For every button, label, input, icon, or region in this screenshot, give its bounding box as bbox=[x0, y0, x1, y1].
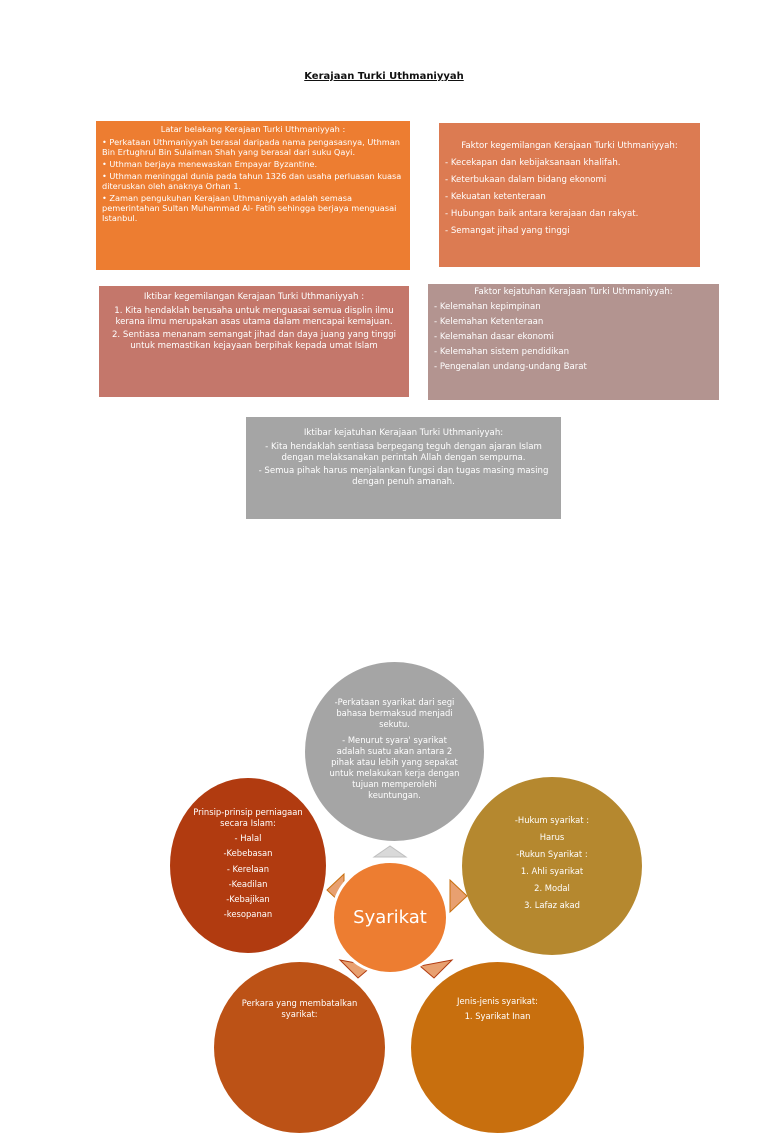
faktor-kegemilangan-box: Faktor kegemilangan Kerajaan Turki Uthma… bbox=[439, 123, 700, 267]
iktibar-kejatuhan-box: Iktibar kejatuhan Kerajaan Turki Uthmani… bbox=[246, 417, 561, 519]
hukum-rukun-circle: -Hukum syarikat : Harus -Rukun Syarikat … bbox=[462, 777, 642, 955]
jenis-syarikat-circle: Jenis-jenis syarikat: 1. Syarikat Inan bbox=[411, 962, 584, 1133]
faktor-kejatuhan-item: - Pengenalan undang-undang Barat bbox=[434, 362, 587, 372]
prinsip-item: - Halal bbox=[234, 833, 262, 844]
faktor-kegemilangan-item: - Kecekapan dan kebijaksanaan khalifah. bbox=[445, 158, 621, 168]
perkara-heading: Perkara yang membatalkan syarikat: bbox=[241, 998, 358, 1020]
prinsip-item: - Kerelaan bbox=[226, 863, 270, 874]
prinsip-item: -Kebajikan bbox=[226, 893, 270, 904]
arrow-right-icon bbox=[449, 878, 468, 914]
page-title: Kerajaan Turki Uthmaniyyah bbox=[304, 71, 464, 82]
hukum-item: 1. Ahli syarikat bbox=[520, 866, 584, 876]
prinsip-heading: Prinsip-prinsip perniagaan secara Islam: bbox=[193, 807, 303, 829]
iktibar-kegemilangan-item: 2. Sentiasa menanam semangat jihad dan d… bbox=[111, 330, 397, 351]
latar-belakang-heading: Latar belakang Kerajaan Turki Uthmaniyya… bbox=[160, 124, 346, 134]
faktor-kegemilangan-item: - Hubungan baik antara kerajaan dan raky… bbox=[445, 209, 639, 219]
hukum-item: -Hukum syarikat : bbox=[514, 814, 590, 825]
hukum-item: Harus bbox=[539, 831, 565, 842]
jenis-heading: Jenis-jenis syarikat: bbox=[457, 996, 538, 1006]
iktibar-kegemilangan-item: 1. Kita hendaklah berusaha untuk menguas… bbox=[114, 306, 394, 327]
faktor-kegemilangan-item: - Semangat jihad yang tinggi bbox=[445, 226, 570, 236]
faktor-kejatuhan-item: - Kelemahan kepimpinan bbox=[434, 302, 541, 312]
latar-item: • Uthman berjaya menewaskan Empayar Byza… bbox=[102, 159, 318, 169]
syarikat-center-label: Syarikat bbox=[353, 906, 427, 928]
faktor-kejatuhan-item: - Kelemahan sistem pendidikan bbox=[434, 347, 570, 357]
hukum-item: 3. Lafaz akad bbox=[524, 900, 580, 911]
latar-item: • Zaman pengukuhan Kerajaan Uthmaniyyah … bbox=[102, 193, 397, 223]
hukum-item: 2. Modal bbox=[534, 883, 570, 894]
faktor-kejatuhan-box: Faktor kejatuhan Kerajaan Turki Uthmaniy… bbox=[428, 284, 719, 400]
perkara-membatalkan-circle: Perkara yang membatalkan syarikat: bbox=[214, 962, 385, 1133]
latar-item: • Uthman meninggal dunia pada tahun 1326… bbox=[102, 171, 402, 191]
faktor-kegemilangan-item: - Keterbukaan dalam bidang ekonomi bbox=[445, 175, 607, 185]
prinsip-item: -kesopanan bbox=[223, 908, 273, 919]
latar-belakang-box: Latar belakang Kerajaan Turki Uthmaniyya… bbox=[96, 121, 410, 270]
prinsip-item: -Kebebasan bbox=[223, 848, 273, 859]
faktor-kejatuhan-item: - Kelemahan Ketenteraan bbox=[434, 317, 544, 327]
syarikat-center-circle: Syarikat bbox=[331, 860, 449, 975]
iktibar-kejatuhan-heading: Iktibar kejatuhan Kerajaan Turki Uthmani… bbox=[303, 428, 504, 438]
arrow-bottom-right-icon bbox=[418, 959, 454, 979]
definisi-text: - Menurut syara' syarikat adalah suatu a… bbox=[329, 734, 460, 801]
faktor-kejatuhan-item: - Kelemahan dasar ekonomi bbox=[434, 332, 554, 342]
prinsip-circle: Prinsip-prinsip perniagaan secara Islam:… bbox=[170, 778, 326, 953]
definisi-text: -Perkataan syarikat dari segi bahasa ber… bbox=[334, 696, 455, 729]
prinsip-item: -Keadilan bbox=[228, 878, 268, 889]
definisi-circle: -Perkataan syarikat dari segi bahasa ber… bbox=[305, 662, 484, 841]
hukum-item: -Rukun Syarikat : bbox=[516, 848, 588, 859]
faktor-kejatuhan-heading: Faktor kejatuhan Kerajaan Turki Uthmaniy… bbox=[474, 287, 673, 297]
iktibar-kegemilangan-box: Iktibar kegemilangan Kerajaan Turki Uthm… bbox=[99, 286, 409, 397]
iktibar-kegemilangan-heading: Iktibar kegemilangan Kerajaan Turki Uthm… bbox=[143, 292, 365, 302]
arrow-up-icon bbox=[372, 845, 408, 858]
iktibar-kejatuhan-item: - Semua pihak harus menjalankan fungsi d… bbox=[258, 466, 549, 487]
iktibar-kejatuhan-item: - Kita hendaklah sentiasa berpegang tegu… bbox=[265, 442, 542, 463]
jenis-item: 1. Syarikat Inan bbox=[464, 1011, 531, 1022]
latar-item: • Perkataan Uthmaniyyah berasal daripada… bbox=[102, 137, 400, 157]
faktor-kegemilangan-item: - Kekuatan ketenteraan bbox=[445, 192, 546, 202]
faktor-kegemilangan-heading: Faktor kegemilangan Kerajaan Turki Uthma… bbox=[461, 141, 678, 151]
